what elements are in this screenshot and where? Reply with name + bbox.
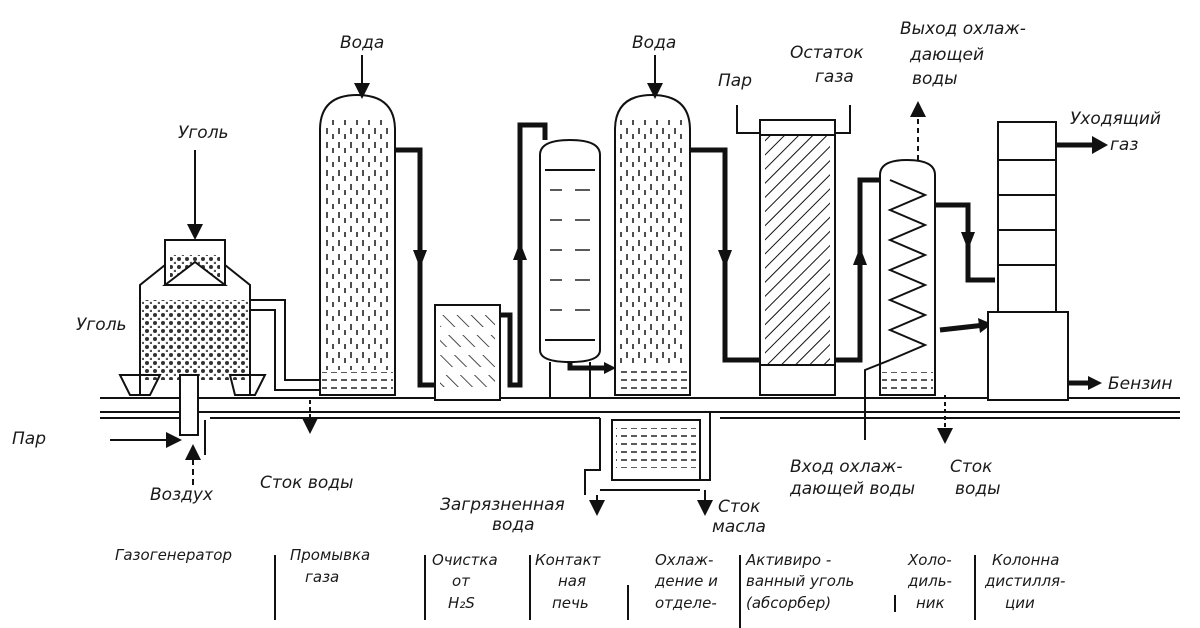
label-outgoing-gas: Уходящий bbox=[1070, 109, 1161, 129]
label-cooling-out-3: воды bbox=[912, 69, 958, 89]
cooling-separator-tower bbox=[584, 55, 760, 516]
stage-gas-generator: Газогенератор bbox=[115, 546, 232, 564]
label-drain-right-2: воды bbox=[955, 479, 1001, 499]
stage-absorber: Активиро -ванный уголь(абсорбер) bbox=[745, 551, 854, 612]
contact-furnace bbox=[539, 138, 616, 398]
labels: Уголь Уголь Вода Вода Пар Воздух Сток во… bbox=[12, 19, 1172, 537]
label-cooling-out-2: дающей bbox=[909, 45, 984, 65]
label-water-2: Вода bbox=[632, 33, 676, 53]
label-air: Воздух bbox=[150, 485, 214, 505]
label-dirty-water: Загрязненная bbox=[440, 495, 565, 515]
label-cooling-in-2: дающей воды bbox=[789, 479, 915, 499]
label-steam-absorber: Пар bbox=[718, 71, 752, 91]
label-oil-drain-2: масла bbox=[712, 517, 766, 537]
label-gas-residue: Остаток bbox=[790, 43, 864, 63]
label-coal-feed: Уголь bbox=[178, 123, 229, 143]
h2s-purifier bbox=[434, 122, 548, 401]
label-dirty-water-2: вода bbox=[492, 515, 535, 535]
label-gas-residue-2: газа bbox=[815, 67, 854, 87]
stage-cooler: Холо-диль-ник bbox=[907, 551, 952, 612]
label-outgoing-gas-2: газ bbox=[1110, 135, 1138, 155]
label-drain-right: Сток bbox=[950, 457, 993, 477]
label-cooling-out: Выход охлаж- bbox=[900, 19, 1026, 39]
gas-washer-tower bbox=[302, 55, 435, 434]
cooler bbox=[864, 101, 995, 444]
distillation-column bbox=[987, 121, 1108, 401]
label-water-drain: Сток воды bbox=[260, 473, 353, 493]
label-water-1: Вода bbox=[340, 33, 384, 53]
gas-generator bbox=[110, 150, 320, 485]
label-coal-inner: Уголь bbox=[76, 315, 127, 335]
label-gasoline: Бензин bbox=[1108, 374, 1172, 394]
label-oil-drain: Сток bbox=[718, 497, 761, 517]
label-steam-in: Пар bbox=[12, 429, 46, 449]
activated-carbon-absorber bbox=[736, 105, 880, 396]
label-cooling-in: Вход охлаж- bbox=[790, 457, 902, 477]
